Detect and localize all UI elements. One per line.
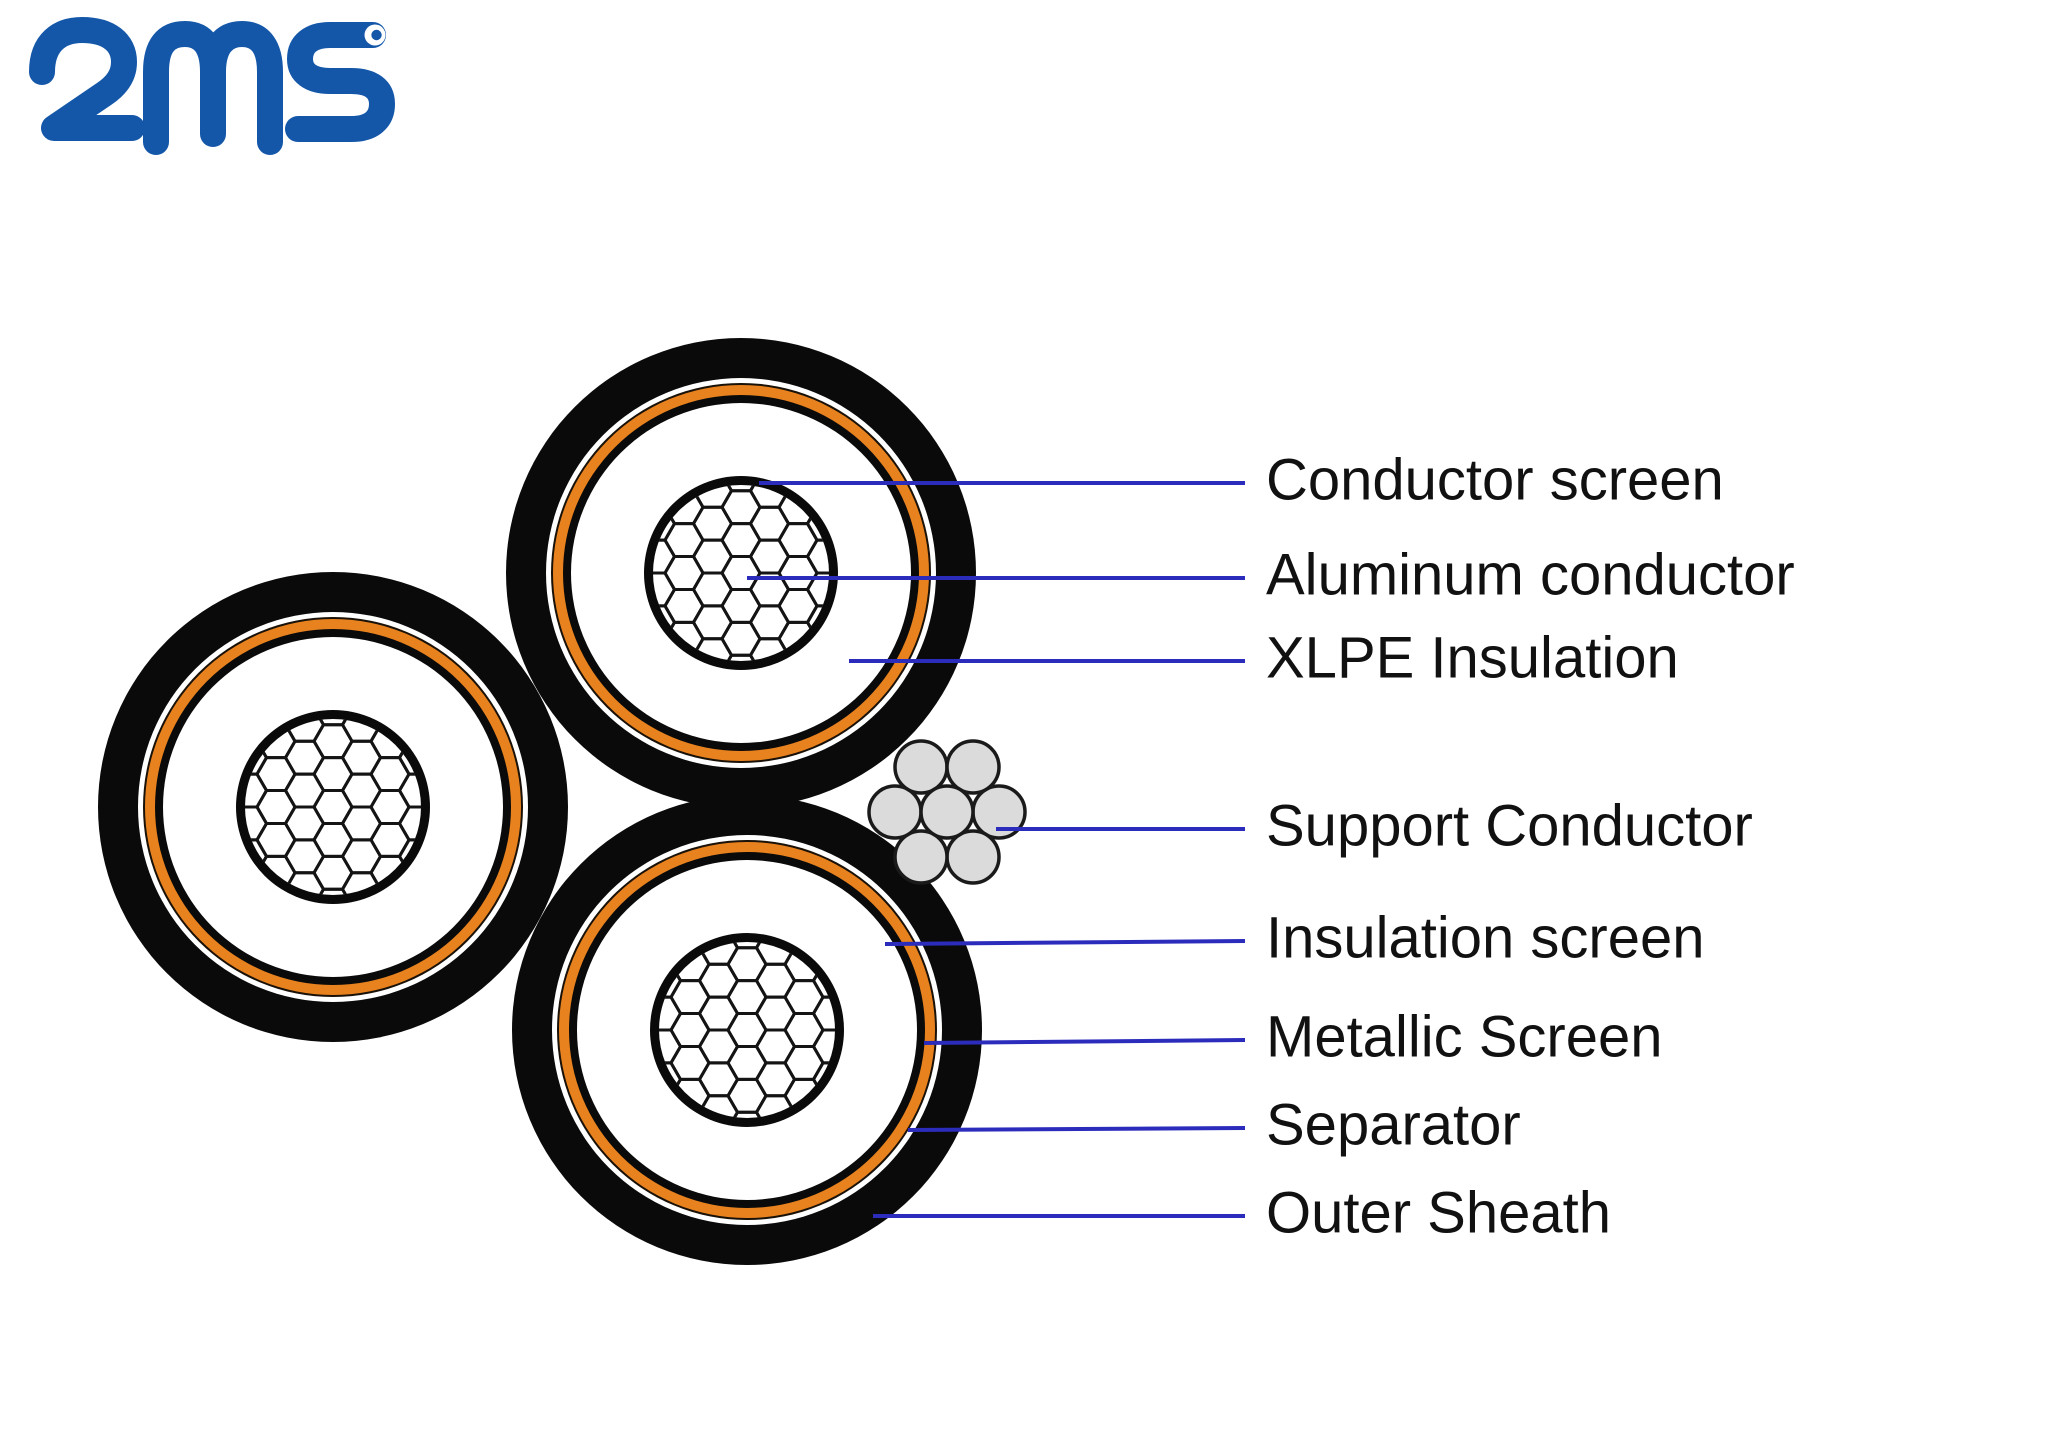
support-strand xyxy=(893,829,949,885)
label-insulation-screen: Insulation screen xyxy=(1266,905,1705,971)
logo-letter-m xyxy=(143,21,283,155)
leader-line-insulation-screen xyxy=(884,939,1246,946)
label-xlpe-insulation: XLPE Insulation xyxy=(1266,625,1679,691)
support-strand xyxy=(945,829,1001,885)
support-strand xyxy=(867,784,923,840)
label-support-conductor: Support Conductor xyxy=(1266,793,1753,859)
leader-line-separator xyxy=(907,1126,1246,1132)
label-conductor-screen: Conductor screen xyxy=(1266,447,1724,513)
support-strand xyxy=(919,784,975,840)
leader-lines xyxy=(747,481,1246,1218)
label-metallic-screen: Metallic Screen xyxy=(1266,1004,1663,1070)
logo-cable-end-dot-icon xyxy=(371,29,382,41)
zms-logo-graphic: ZMS xyxy=(29,17,395,155)
leader-line-metallic-screen xyxy=(923,1038,1246,1045)
support-strand xyxy=(945,739,1001,795)
support-conductor-bundle xyxy=(867,739,1027,885)
left-core-cross-section xyxy=(98,572,568,1042)
logo-letter-z xyxy=(29,17,145,141)
label-aluminum-conductor: Aluminum conductor xyxy=(1266,542,1795,608)
top-core-cross-section xyxy=(506,338,976,808)
support-strand xyxy=(893,739,949,795)
label-separator: Separator xyxy=(1266,1092,1521,1158)
label-outer-sheath: Outer Sheath xyxy=(1266,1180,1611,1246)
bottom-core-cross-section xyxy=(512,795,982,1265)
zms-logo: ZMS xyxy=(18,14,398,156)
logo-letter-s xyxy=(285,22,395,142)
